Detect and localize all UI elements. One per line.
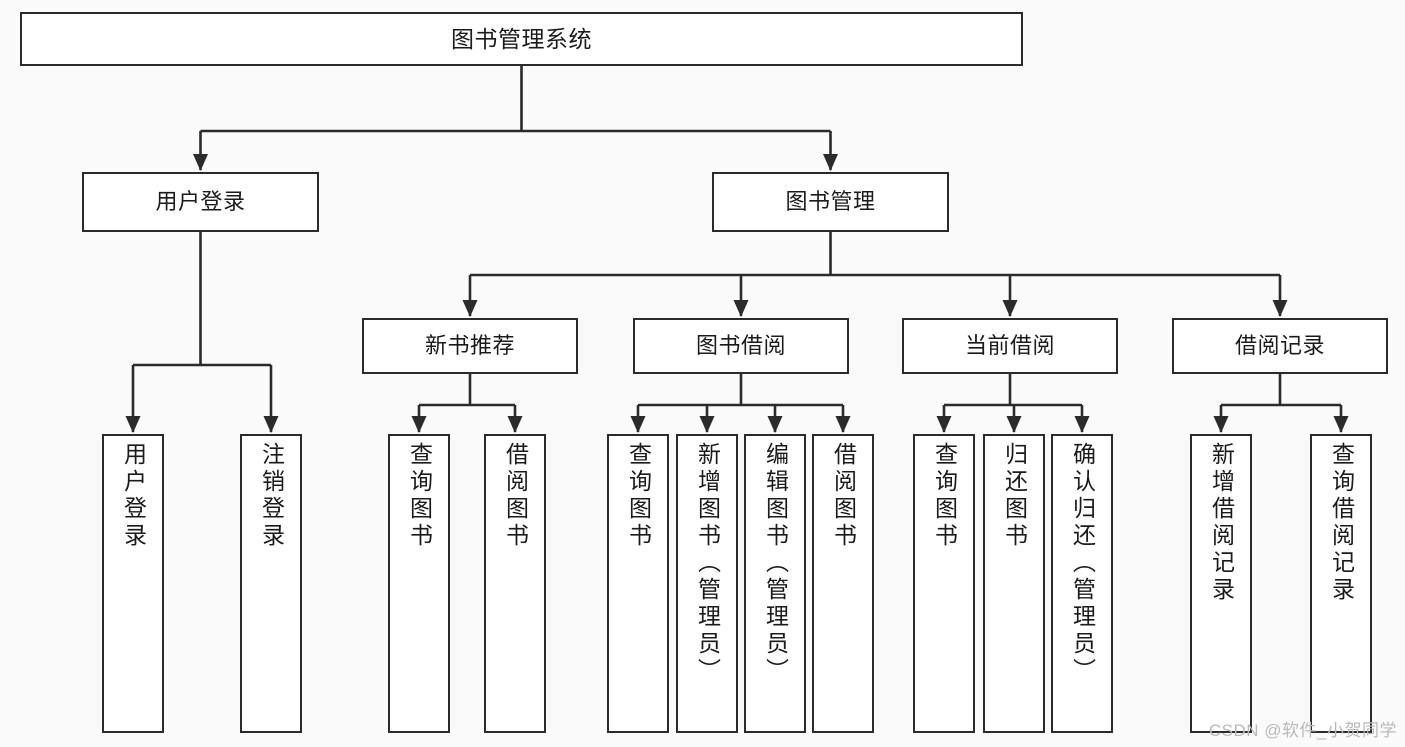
node-label: 查询图书	[931, 442, 958, 550]
leaf-node-leaf-user-login[interactable]: 用户登录	[102, 434, 164, 733]
node-label: 图书管理系统	[451, 25, 592, 52]
node-label: 借阅图书	[502, 442, 529, 550]
node-new-book-recommend[interactable]: 新书推荐	[362, 318, 578, 374]
leaf-node-leaf-user-logout[interactable]: 注销登录	[240, 434, 302, 733]
node-label: 新书推荐	[424, 333, 515, 359]
node-label: 注销登录	[258, 442, 285, 550]
node-current-borrow[interactable]: 当前借阅	[902, 318, 1118, 374]
leaf-node-leaf-add-book-admin[interactable]: 新增图书（管理员）	[676, 434, 738, 733]
node-label: 查询图书	[406, 442, 433, 550]
node-label: 新增借阅记录	[1208, 442, 1235, 604]
node-book-management[interactable]: 图书管理	[712, 172, 949, 232]
node-label: 编辑图书（管理员）	[762, 442, 789, 685]
leaf-node-leaf-borrow-book[interactable]: 借阅图书	[812, 434, 874, 733]
node-root-system-title[interactable]: 图书管理系统	[20, 12, 1023, 66]
node-label: 归还图书	[1001, 442, 1028, 550]
node-label: 用户登录	[155, 189, 246, 215]
node-label: 用户登录	[120, 442, 147, 550]
leaf-node-leaf-confirm-return-admin[interactable]: 确认归还（管理员）	[1051, 434, 1113, 733]
node-label: 确认归还（管理员）	[1069, 442, 1096, 685]
leaf-node-leaf-add-borrow-record[interactable]: 新增借阅记录	[1190, 434, 1252, 733]
node-label: 图书借阅	[695, 333, 786, 359]
node-label: 查询图书	[625, 442, 652, 550]
node-label: 新增图书（管理员）	[694, 442, 721, 685]
leaf-node-leaf-borrow-book-rec[interactable]: 借阅图书	[484, 434, 546, 733]
node-label: 借阅记录	[1234, 333, 1325, 359]
leaf-node-leaf-query-book-rec[interactable]: 查询图书	[388, 434, 450, 733]
leaf-node-leaf-query-book-borrow[interactable]: 查询图书	[607, 434, 669, 733]
node-label: 图书管理	[785, 189, 876, 215]
leaf-node-leaf-query-borrow-record[interactable]: 查询借阅记录	[1310, 434, 1372, 733]
node-borrow-record[interactable]: 借阅记录	[1172, 318, 1388, 374]
node-label: 当前借阅	[964, 333, 1055, 359]
leaf-node-leaf-edit-book-admin[interactable]: 编辑图书（管理员）	[744, 434, 806, 733]
node-user-login[interactable]: 用户登录	[82, 172, 319, 232]
node-label: 借阅图书	[830, 442, 857, 550]
leaf-node-leaf-return-book[interactable]: 归还图书	[983, 434, 1045, 733]
csdn-watermark: CSDN @软件_小贺同学	[1208, 721, 1397, 740]
leaf-node-leaf-query-book-current[interactable]: 查询图书	[913, 434, 975, 733]
node-book-borrow[interactable]: 图书借阅	[633, 318, 849, 374]
node-label: 查询借阅记录	[1328, 442, 1355, 604]
